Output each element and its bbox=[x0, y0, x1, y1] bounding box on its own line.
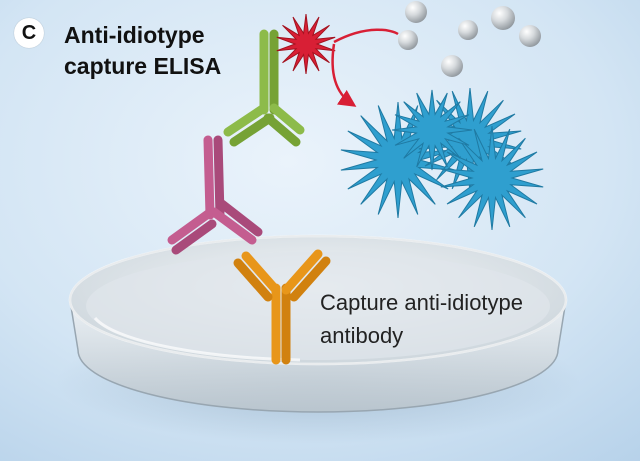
substrate-bead-icon bbox=[491, 6, 515, 30]
capture-antibody-icon bbox=[233, 249, 331, 365]
substrate-bead-group bbox=[398, 1, 541, 77]
substrate-bead-icon bbox=[519, 25, 541, 47]
substrate-bead-icon bbox=[441, 55, 463, 77]
capture-antibody-label-line: antibody bbox=[320, 323, 404, 348]
product-star-icon bbox=[440, 125, 544, 231]
reaction-arrow-icon bbox=[331, 43, 357, 107]
capture-antibody-label: Capture anti-idiotype antibody bbox=[320, 286, 620, 352]
panel-letter-badge: C bbox=[14, 18, 44, 48]
reaction-arrow-icon bbox=[333, 28, 399, 44]
detection-antibody-icon bbox=[223, 29, 305, 147]
enzyme-star-icon bbox=[276, 13, 336, 75]
panel-letter: C bbox=[21, 21, 37, 44]
substrate-bead-icon bbox=[405, 1, 427, 23]
substrate-bead-icon bbox=[398, 30, 418, 50]
panel-title: Anti-idiotype capture ELISA bbox=[64, 20, 304, 82]
product-star-icon bbox=[391, 89, 473, 171]
panel-title-line: Anti-idiotype bbox=[64, 22, 205, 48]
capture-antibody-label-line: Capture anti-idiotype bbox=[320, 290, 524, 315]
substrate-bead-icon bbox=[458, 20, 478, 40]
product-star-group bbox=[340, 87, 544, 231]
petri-dish-icon bbox=[56, 234, 580, 444]
panel-title-line: capture ELISA bbox=[64, 53, 222, 80]
sample-antibody-icon bbox=[167, 135, 263, 255]
